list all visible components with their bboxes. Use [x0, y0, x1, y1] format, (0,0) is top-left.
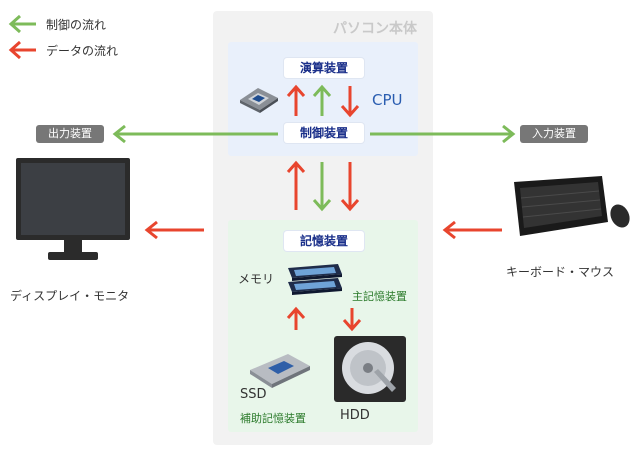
control-to-input-arrow-icon — [370, 124, 516, 144]
control-to-memory-control-arrow-icon — [312, 162, 332, 212]
memory-module-icon — [288, 264, 342, 295]
control-to-alu-data-arrow-icon — [340, 86, 360, 118]
input-device-name: キーボード・マウス — [506, 265, 615, 279]
control-to-output-arrow-icon — [112, 124, 278, 144]
keyboard-icon — [514, 176, 608, 236]
input-device-label: 入力装置 — [520, 125, 588, 143]
control-to-memory-data-arrow-icon — [340, 162, 360, 212]
memory-label: メモリ — [238, 272, 275, 286]
output-device-label: 出力装置 — [36, 125, 104, 143]
hdd-label: HDD — [340, 408, 370, 423]
memory-to-control-data-arrow-icon — [286, 160, 306, 210]
monitor-icon — [16, 158, 130, 260]
aux-memory-label: 補助記憶装置 — [240, 412, 306, 425]
main-memory-label: 主記憶装置 — [352, 290, 407, 303]
hdd-drive-icon — [334, 336, 406, 402]
alu-label: 演算装置 — [284, 58, 364, 78]
legend-data-flow: データの流れ — [46, 44, 119, 58]
output-device-name: ディスプレイ・モニタ — [10, 289, 130, 303]
ssd-drive-icon — [250, 354, 310, 388]
memory-unit-label: 記憶装置 — [284, 231, 364, 251]
ssd-to-memory-data-arrow-icon — [286, 306, 306, 330]
cpu-chip-icon — [240, 88, 278, 113]
alu-to-control-data-arrow-icon — [286, 84, 306, 116]
pc-body-title: パソコン本体 — [333, 21, 417, 37]
cpu-label: CPU — [372, 91, 403, 109]
mouse-icon — [610, 204, 630, 228]
input-to-memory-data-arrow-icon — [442, 220, 502, 240]
legend-control-flow: 制御の流れ — [46, 18, 107, 32]
memory-to-output-data-arrow-icon — [144, 220, 204, 240]
ssd-label: SSD — [240, 387, 267, 402]
legend-data-arrow-icon — [8, 40, 36, 60]
memory-to-hdd-data-arrow-icon — [342, 308, 362, 332]
control-unit-label: 制御装置 — [284, 123, 364, 143]
control-to-alu-control-arrow-icon — [312, 84, 332, 116]
legend-control-arrow-icon — [8, 14, 36, 34]
